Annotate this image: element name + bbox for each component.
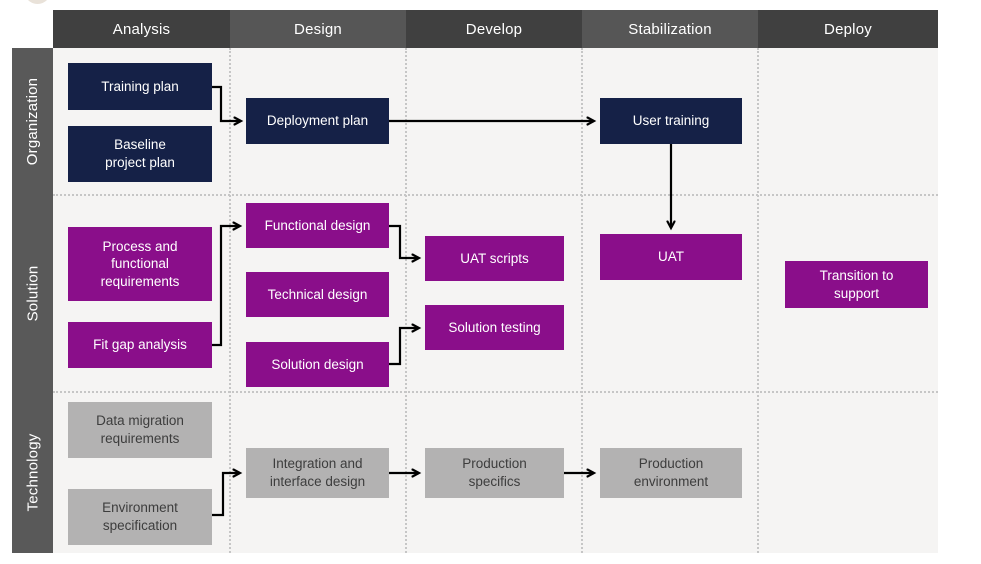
training-plan-box: Training plan xyxy=(68,63,212,110)
column-divider-stabilization xyxy=(581,48,583,553)
phase-header-stabilization: Stabilization xyxy=(582,10,758,48)
technical-design-box: Technical design xyxy=(246,272,389,317)
user-training-box: User training xyxy=(600,98,742,144)
lane-label-organization-text: Organization xyxy=(24,77,42,166)
transition-to-support-box: Transition to support xyxy=(785,261,928,308)
production-environment-box: Production environment xyxy=(600,448,742,498)
uat-box: UAT xyxy=(600,234,742,280)
row-divider-solution xyxy=(53,194,938,196)
process-functional-requirements-box: Process and functional requirements xyxy=(68,227,212,301)
solution-testing-box: Solution testing xyxy=(425,305,564,350)
solution-design-box: Solution design xyxy=(246,342,389,387)
integration-interface-design-box: Integration and interface design xyxy=(246,448,389,498)
lane-label-technology: Technology xyxy=(12,392,53,553)
lane-label-solution: Solution xyxy=(12,195,53,392)
phase-header-design: Design xyxy=(230,10,406,48)
production-specifics-box: Production specifics xyxy=(425,448,564,498)
row-divider-technology xyxy=(53,391,938,393)
functional-design-box: Functional design xyxy=(246,203,389,248)
deployment-plan-box: Deployment plan xyxy=(246,98,389,144)
lane-label-solution-text: Solution xyxy=(24,265,41,322)
environment-specification-box: Environment specification xyxy=(68,489,212,545)
partial-logo-circle xyxy=(24,0,51,4)
baseline-project-plan-box: Baseline project plan xyxy=(68,126,212,182)
column-divider-design xyxy=(229,48,231,553)
column-divider-deploy xyxy=(757,48,759,553)
phase-header-analysis: Analysis xyxy=(53,10,230,48)
phase-header-deploy: Deploy xyxy=(758,10,938,48)
data-migration-requirements-box: Data migration requirements xyxy=(68,402,212,458)
phase-header-develop: Develop xyxy=(406,10,582,48)
column-divider-develop xyxy=(405,48,407,553)
lane-label-organization: Organization xyxy=(12,48,53,195)
lane-label-technology-text: Technology xyxy=(24,433,42,512)
uat-scripts-box: UAT scripts xyxy=(425,236,564,281)
fit-gap-analysis-box: Fit gap analysis xyxy=(68,322,212,368)
